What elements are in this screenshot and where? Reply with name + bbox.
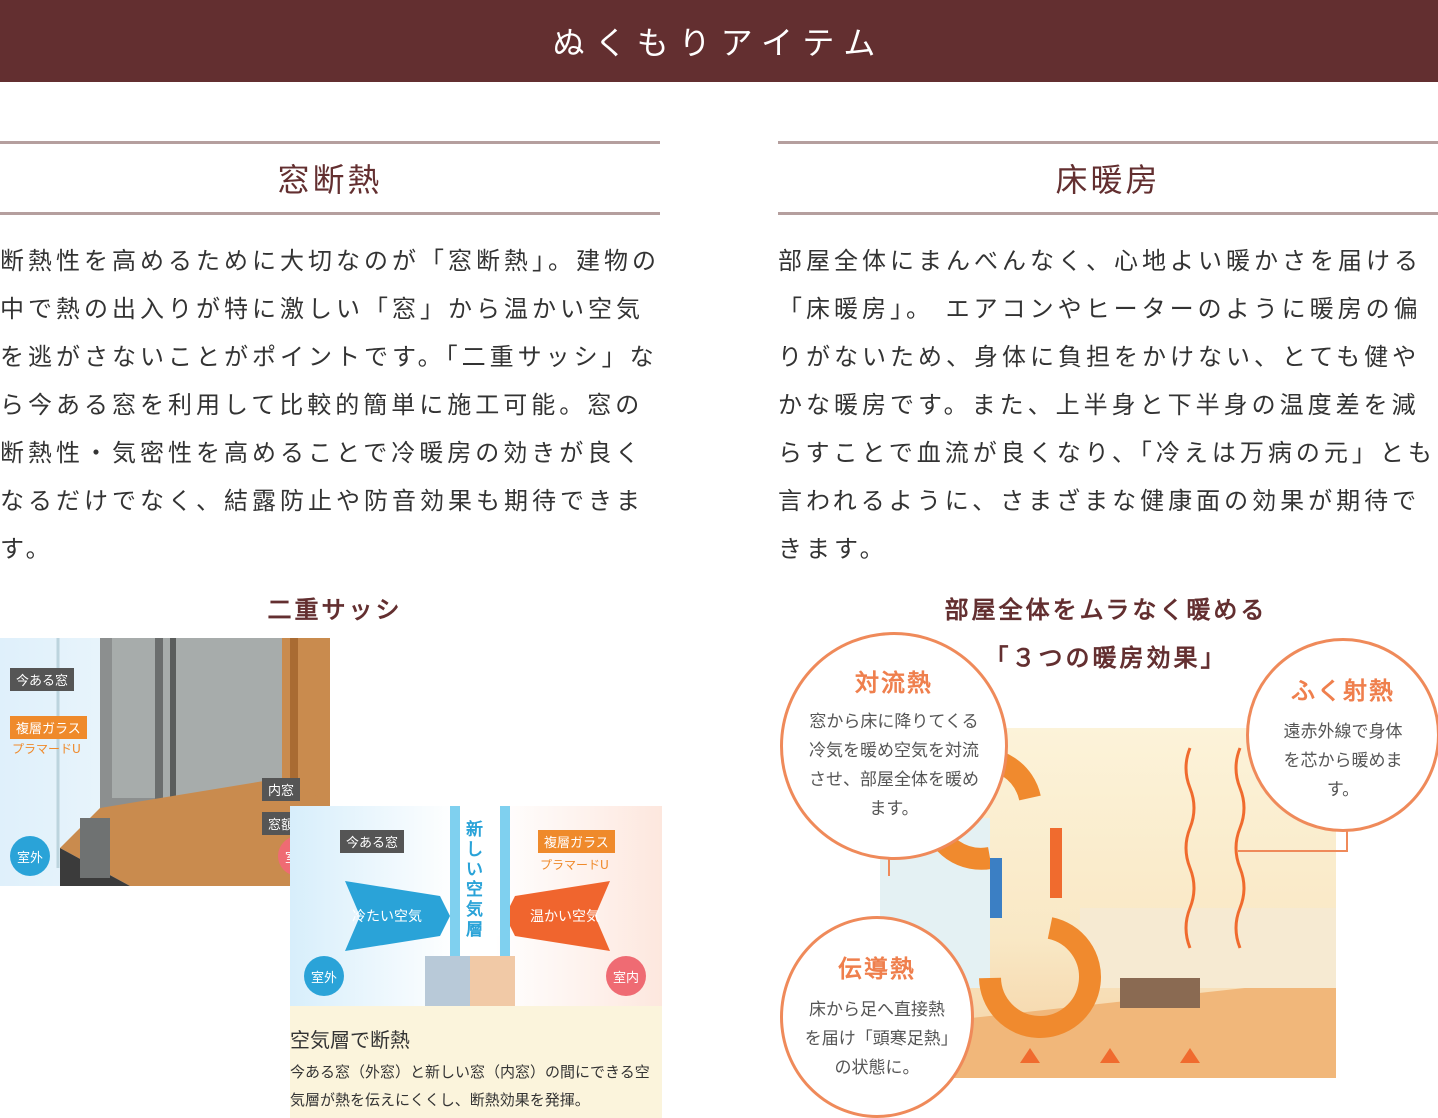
bubble-convection-text: 窓から床に降りてくる冷気を暖め空気を対流させ、部屋全体を暖めます。: [809, 712, 979, 819]
heating-arrows-illustration: [880, 747, 1336, 1078]
diagram-caption-title: 空気層で断熱: [290, 1028, 410, 1052]
figure-title-three-effects-1: 部屋全体をムラなく暖める: [944, 596, 1268, 624]
section-title-floor: 床暖房: [778, 141, 1438, 215]
section-title-window: 窓断熱: [0, 141, 660, 215]
bubble-radiant-text: 遠赤外線で身体を芯から暖めます。: [1283, 722, 1403, 800]
diagram-inside-badge: 室内: [606, 956, 646, 996]
bubble-convection: 対流熱 窓から床に降りてくる冷気を暖め空気を対流させ、部屋全体を暖めます。: [780, 632, 1008, 860]
section-body-floor: 部屋全体にまんべんなく、心地よい暖かさを届ける「床暖房」。 エアコンやヒーターの…: [778, 247, 1436, 563]
bubble-radiant: ふく射熱 遠赤外線で身体を芯から暖めます。: [1246, 638, 1438, 832]
page-banner: ぬくもりアイテム: [0, 0, 1438, 82]
double-sash-photo: 今ある窓 複層ガラス プラマードU 内窓 窓額縁 室外 室内: [0, 638, 330, 886]
tag-double-glass: 複層ガラス: [10, 716, 87, 739]
outside-badge: 室外: [10, 836, 50, 876]
glass-product-name: プラマードU: [12, 742, 81, 756]
warm-air-label: 温かい空気: [530, 909, 600, 925]
section-title-floor-text: 床暖房: [1055, 161, 1161, 199]
bubble-conduction-text: 床から足へ直接熱を届け「頭寒足熱」の状態に。: [804, 1000, 950, 1078]
tag-existing-window: 今ある窓: [10, 668, 75, 691]
diagram-tag-double-glass: 複層ガラス: [538, 830, 615, 853]
figure-title-double-sash: 二重サッシ: [267, 596, 403, 624]
bubble-conduction-title: 伝導熱: [838, 955, 916, 983]
bubble-conduction: 伝導熱 床から足へ直接熱を届け「頭寒足熱」の状態に。: [780, 916, 974, 1118]
tag-inner-window: 内窓: [262, 778, 301, 801]
air-flow-illustration: [345, 806, 610, 1006]
air-layer-diagram: 今ある窓 新しい空気層 複層ガラス プラマードU 冷たい空気 温かい空気 室外 …: [290, 806, 662, 1118]
diagram-outside-badge: 室外: [304, 956, 344, 996]
bubble-convection-title: 対流熱: [855, 669, 933, 697]
cold-air-label: 冷たい空気: [352, 909, 422, 925]
section-body-window: 断熱性を高めるために大切なのが「窓断熱」。建物の中で熱の出入りが特に激しい「窓」…: [0, 247, 660, 563]
floor-heating-section: 床暖房 部屋全体にまんべんなく、心地よい暖かさを届ける「床暖房」。 エアコンやヒ…: [778, 141, 1438, 573]
convection-connector: [888, 850, 890, 876]
window-frame-illustration: [56, 638, 330, 886]
diagram-tag-existing-window: 今ある窓: [340, 830, 405, 853]
window-insulation-section: 窓断熱 断熱性を高めるために大切なのが「窓断熱」。建物の中で熱の出入りが特に激し…: [0, 141, 660, 573]
section-title-window-text: 窓断熱: [277, 161, 383, 199]
figure-title-three-effects-2: 「３つの暖房効果」: [984, 644, 1228, 672]
air-layer-label: 新しい空気層: [466, 820, 483, 940]
diagram-caption-text: 今ある窓（外窓）と新しい窓（内窓）の間にできる空気層が熱を伝えにくくし、断熱効果…: [290, 1063, 650, 1109]
diagram-glass-product-name: プラマードU: [540, 858, 609, 872]
bubble-radiant-title: ふく射熱: [1291, 677, 1395, 705]
banner-title: ぬくもりアイテム: [552, 24, 886, 62]
